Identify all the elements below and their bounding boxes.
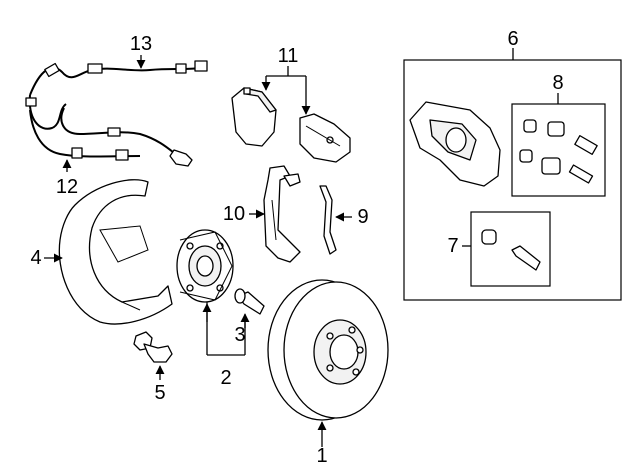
callout-7: 7: [447, 235, 458, 257]
callout-6: 6: [507, 28, 518, 50]
abs-sensor-wire-12[interactable]: [29, 107, 193, 167]
callout-13: 13: [130, 33, 152, 55]
slide-pin-kit[interactable]: [519, 119, 598, 184]
bolt-5[interactable]: [133, 331, 173, 363]
callout-8: 8: [552, 72, 563, 94]
brake-rotor[interactable]: [267, 279, 389, 421]
callout-5: 5: [154, 382, 165, 404]
bleeder-kit-box: [470, 211, 551, 287]
brake-clip[interactable]: [319, 185, 337, 255]
wheel-stud[interactable]: [234, 288, 265, 315]
callout-3: 3: [234, 324, 245, 346]
caliper-bracket[interactable]: [263, 165, 301, 263]
abs-sensor-wire-13[interactable]: [25, 60, 208, 130]
brake-caliper[interactable]: [409, 101, 501, 187]
callout-4: 4: [30, 247, 41, 269]
brake-pad-left[interactable]: [231, 87, 277, 147]
wheel-hub[interactable]: [176, 229, 234, 303]
callout-1: 1: [316, 445, 327, 467]
callout-10: 10: [223, 203, 245, 225]
brake-pad-right[interactable]: [299, 113, 351, 163]
bleeder-kit[interactable]: [481, 229, 541, 271]
leader-lines: [44, 48, 559, 447]
dust-shield[interactable]: [58, 179, 173, 325]
callout-9: 9: [357, 206, 368, 228]
callout-11: 11: [278, 45, 299, 67]
callout-2: 2: [220, 367, 231, 389]
callout-12: 12: [56, 176, 78, 198]
